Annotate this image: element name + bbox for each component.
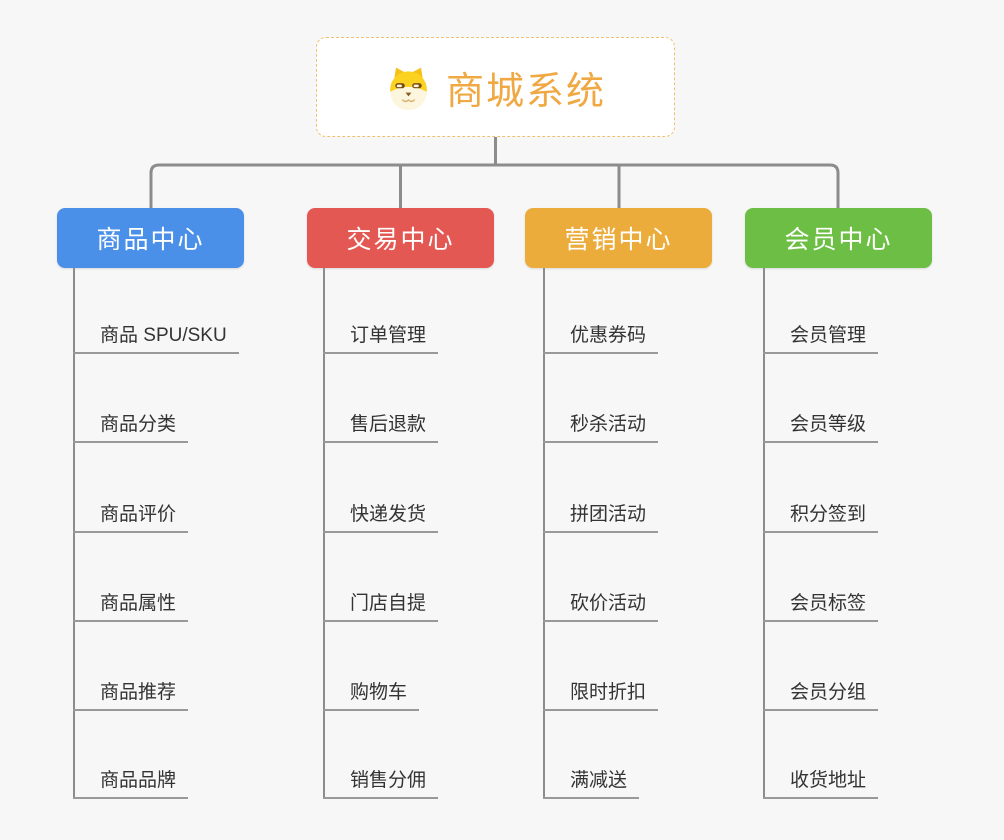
leaf-item[interactable]: 订单管理 [323, 316, 439, 354]
leaf-item[interactable]: 会员等级 [763, 405, 879, 443]
leaf-item[interactable]: 积分签到 [763, 495, 879, 533]
leaf-item[interactable]: 销售分佣 [323, 761, 439, 799]
branch-label: 营销中心 [564, 226, 673, 254]
leaf-item[interactable]: 秒杀活动 [543, 405, 659, 443]
leaf-item[interactable]: 门店自提 [323, 584, 439, 622]
leaf-item[interactable]: 商品分类 [73, 405, 189, 443]
leaf-item[interactable]: 会员标签 [763, 584, 879, 622]
branch-column-product: 商品 SPU/SKU 商品分类 商品评价 商品属性 商品推荐 商品品牌 [73, 268, 303, 799]
branch-column-trade: 订单管理 售后退款 快递发货 门店自提 购物车 销售分佣 [323, 268, 553, 799]
leaf-item[interactable]: 优惠券码 [543, 316, 659, 354]
root-title: 商城系统 [445, 70, 606, 113]
leaf-item[interactable]: 快递发货 [323, 495, 439, 533]
branch-header-product-center[interactable]: 商品中心 [57, 208, 244, 268]
branch-column-member: 会员管理 会员等级 积分签到 会员标签 会员分组 收货地址 [763, 268, 993, 799]
leaf-item[interactable]: 商品评价 [73, 495, 189, 533]
leaf-item[interactable]: 收货地址 [763, 761, 879, 799]
branch-label: 交易中心 [346, 226, 455, 254]
branch-column-marketing: 优惠券码 秒杀活动 拼团活动 砍价活动 限时折扣 满减送 [543, 268, 773, 799]
leaf-item[interactable]: 会员分组 [763, 673, 879, 711]
leaf-item[interactable]: 会员管理 [763, 316, 879, 354]
leaf-item[interactable]: 砍价活动 [543, 584, 659, 622]
leaf-item[interactable]: 满减送 [543, 761, 640, 799]
leaf-item[interactable]: 售后退款 [323, 405, 439, 443]
branch-label: 商品中心 [96, 226, 205, 254]
leaf-item[interactable]: 购物车 [323, 673, 420, 711]
branch-header-member-center[interactable]: 会员中心 [745, 208, 932, 268]
dog-face-icon [390, 67, 427, 110]
branch-header-trade-center[interactable]: 交易中心 [307, 208, 494, 268]
root-node[interactable]: 商城系统 [316, 37, 675, 137]
leaf-item[interactable]: 商品推荐 [73, 673, 189, 711]
leaf-item[interactable]: 商品属性 [73, 584, 189, 622]
leaf-item[interactable]: 商品 SPU/SKU [73, 316, 239, 354]
branch-header-marketing-center[interactable]: 营销中心 [525, 208, 712, 268]
leaf-item[interactable]: 商品品牌 [73, 761, 189, 799]
leaf-item[interactable]: 限时折扣 [543, 673, 659, 711]
leaf-item[interactable]: 拼团活动 [543, 495, 659, 533]
branch-label: 会员中心 [784, 226, 893, 254]
